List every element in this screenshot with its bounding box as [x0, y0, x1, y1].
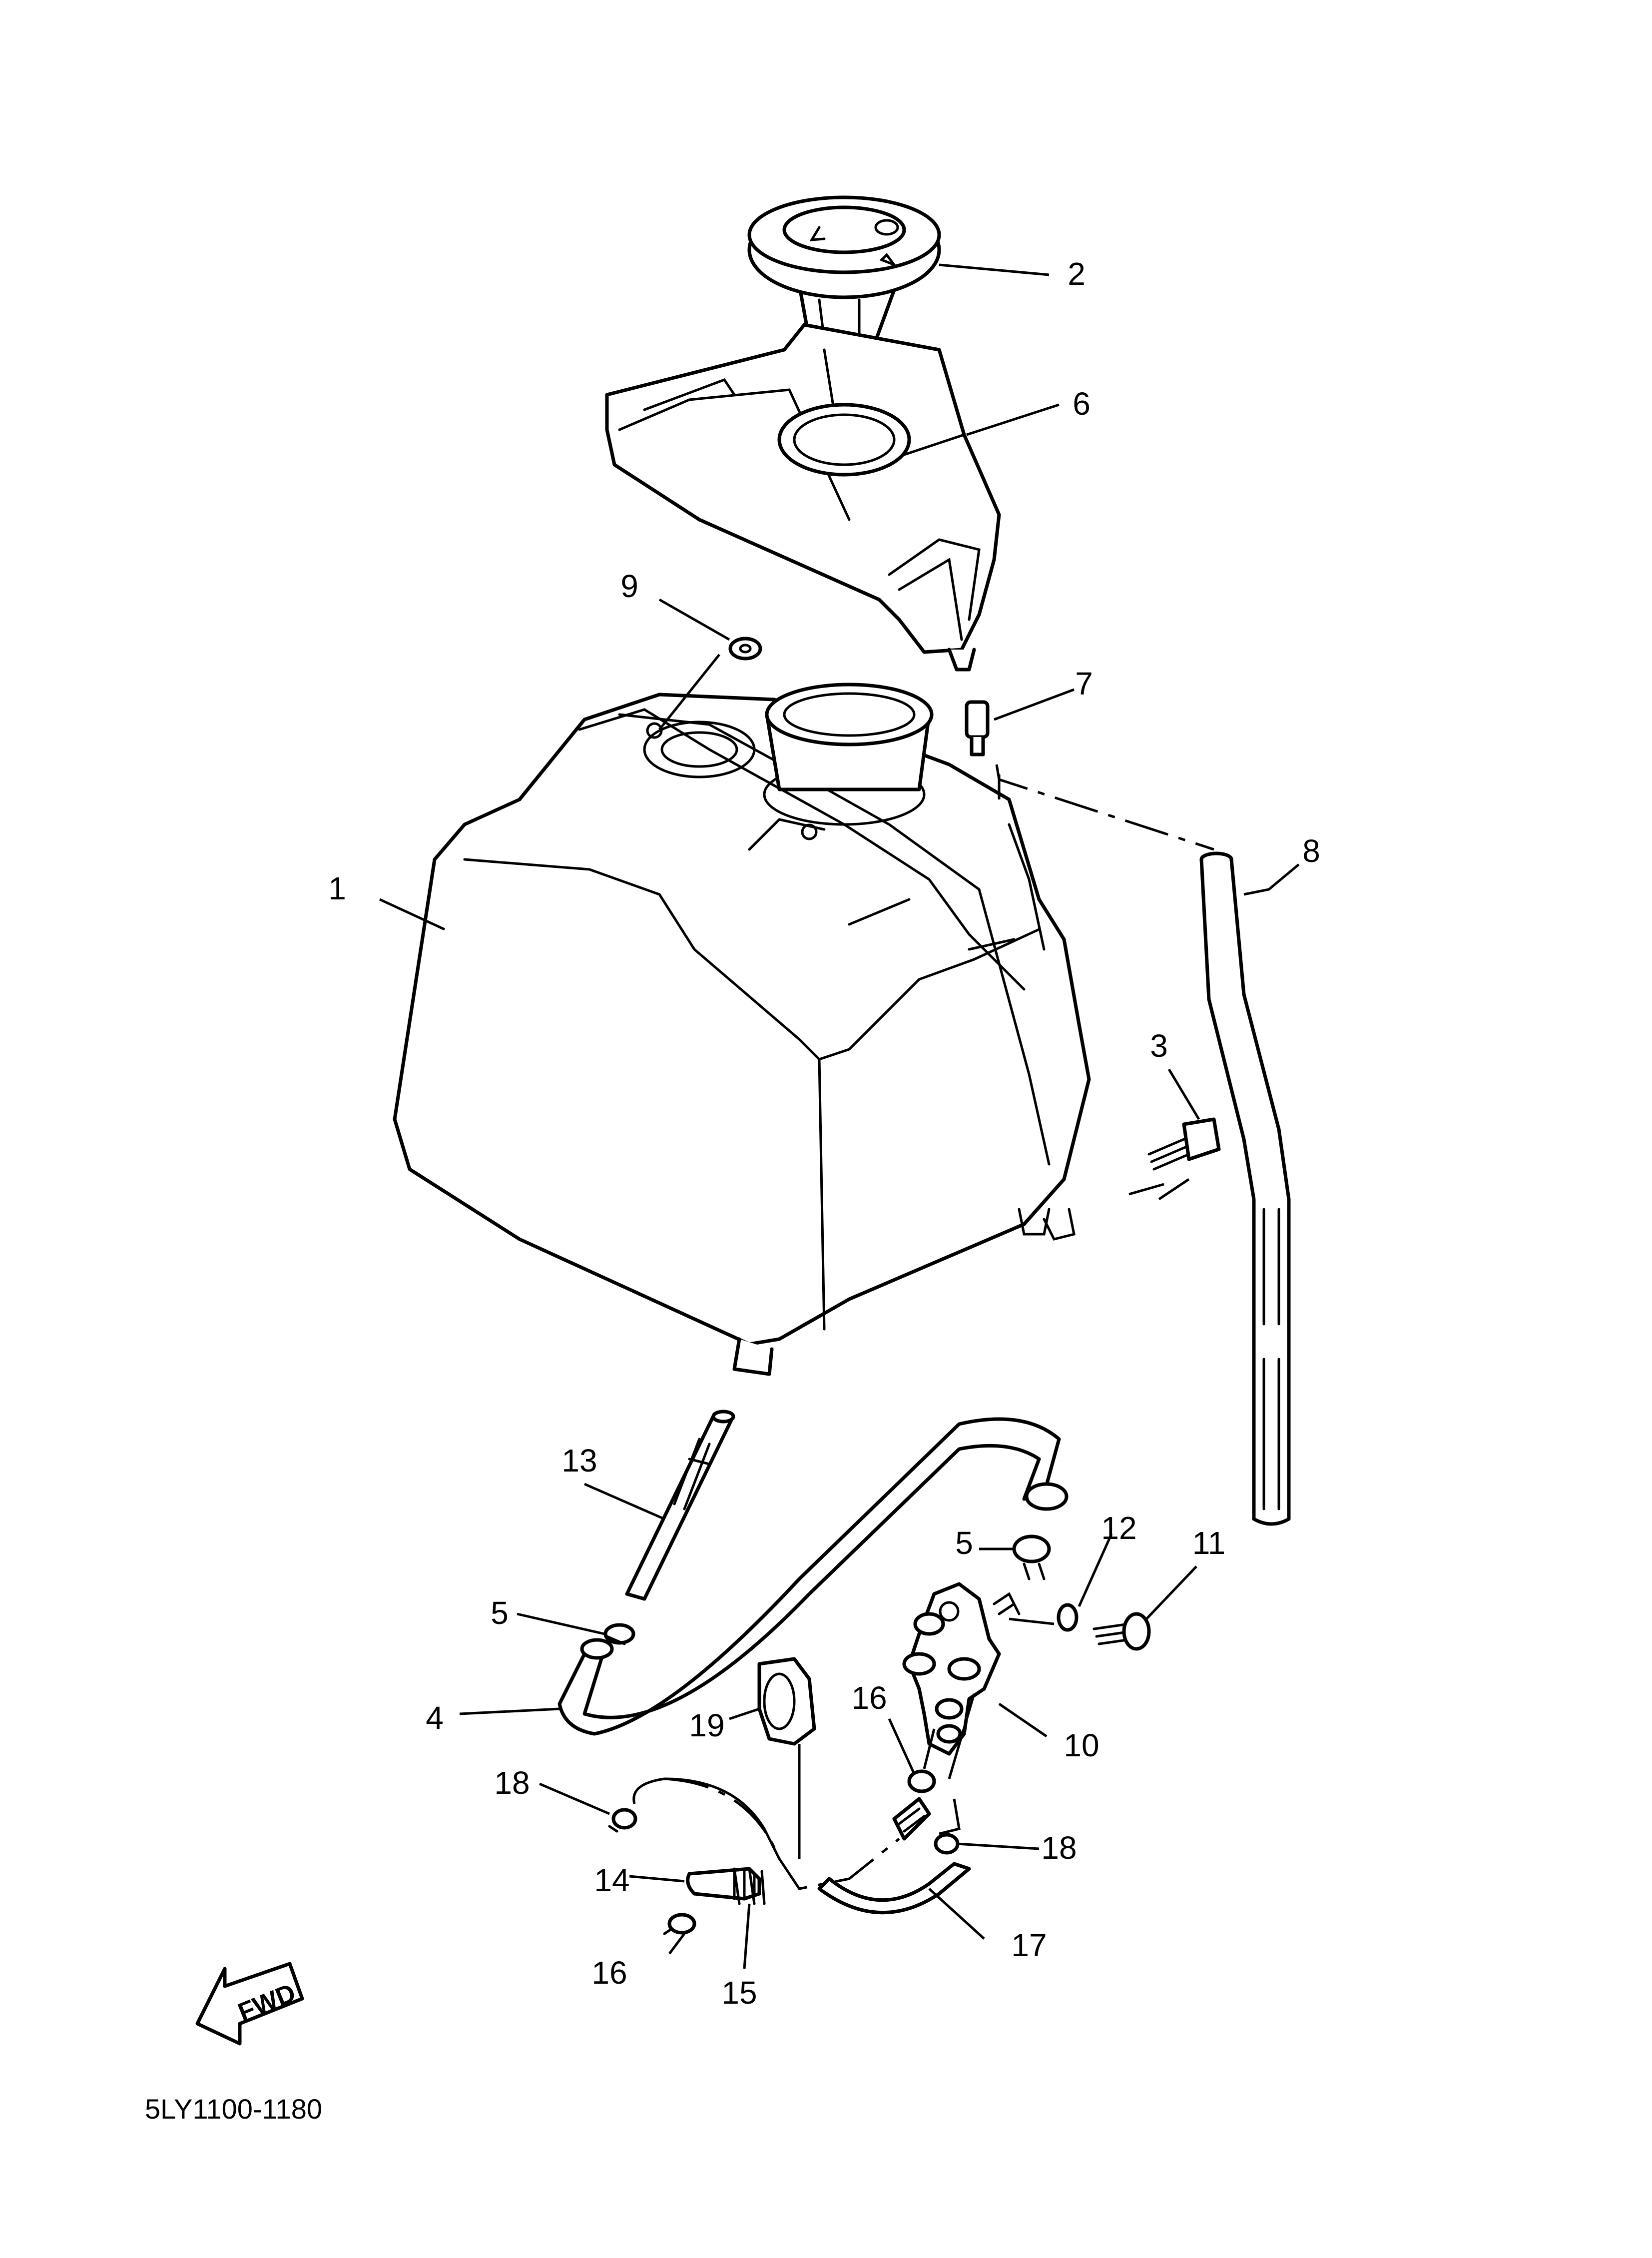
- callout-2: 2: [1068, 256, 1086, 292]
- washer-part-12[interactable]: [1057, 1603, 1079, 1632]
- connection-lines: [632, 764, 1214, 1890]
- callout-3: 3: [1150, 1028, 1168, 1064]
- filter-cap-part-19[interactable]: [757, 1657, 816, 1746]
- callout-18-left: 18: [494, 1765, 530, 1801]
- screw-part-11[interactable]: [1093, 1612, 1151, 1651]
- clip-part-5-upper[interactable]: [1012, 1534, 1051, 1580]
- callout-10: 10: [1064, 1727, 1099, 1763]
- callout-1: 1: [328, 870, 346, 906]
- callout-15: 15: [721, 1975, 757, 2011]
- fuel-tank-part-1[interactable]: [393, 683, 1091, 1376]
- tank-cover-part-6[interactable]: [605, 323, 1001, 672]
- callout-9: 9: [620, 568, 638, 604]
- fuel-cock-part-10[interactable]: [902, 1582, 1021, 1756]
- hose-part-17[interactable]: [817, 1797, 971, 1915]
- callout-14: 14: [594, 1862, 629, 1898]
- bolt-part-3[interactable]: [1147, 1117, 1221, 1171]
- callout-17: 17: [1011, 1927, 1047, 1963]
- fwd-arrow-icon: FWD: [195, 1962, 304, 2046]
- clip-part-5-lower[interactable]: [603, 1623, 635, 1645]
- spring-part-15[interactable]: [733, 1867, 766, 1905]
- fuel-hose-part-4[interactable]: [557, 1417, 1069, 1736]
- clamp-part-16-upper[interactable]: [907, 1769, 936, 1793]
- callout-4: 4: [426, 1700, 444, 1736]
- clamp-part-16-lower[interactable]: [663, 1913, 696, 1935]
- clamp-part-18-right[interactable]: [934, 1833, 960, 1855]
- callout-labels: 2 6 9 7 1 8 3 13 5 12 11 5 4 19 16 10 18…: [328, 256, 1320, 2011]
- clamp-part-18-left[interactable]: [608, 1808, 637, 1833]
- strainer-part-13[interactable]: [625, 1410, 735, 1601]
- callout-19: 19: [689, 1707, 724, 1743]
- callout-16-lower: 16: [591, 1955, 627, 1991]
- callout-13: 13: [561, 1443, 597, 1479]
- fitting-part-7[interactable]: [965, 700, 990, 756]
- breather-hose-part-8[interactable]: [1199, 851, 1291, 1526]
- callout-5-lower: 5: [491, 1595, 509, 1631]
- callout-11: 11: [1192, 1525, 1225, 1561]
- callout-18-right: 18: [1041, 1830, 1077, 1866]
- hose-part-14[interactable]: [686, 1867, 761, 1901]
- callout-7: 7: [1075, 666, 1093, 702]
- callout-12: 12: [1101, 1510, 1136, 1546]
- callout-8: 8: [1302, 833, 1320, 869]
- diagram-code: 5LY1100-1180: [145, 2093, 322, 2125]
- callout-6: 6: [1073, 386, 1091, 422]
- callout-5-upper: 5: [955, 1525, 973, 1561]
- leader-lines: [379, 263, 1300, 1969]
- callout-16-upper: 16: [851, 1680, 887, 1716]
- damper-part-9[interactable]: [728, 637, 762, 661]
- fuel-cap-part-2[interactable]: [747, 195, 941, 347]
